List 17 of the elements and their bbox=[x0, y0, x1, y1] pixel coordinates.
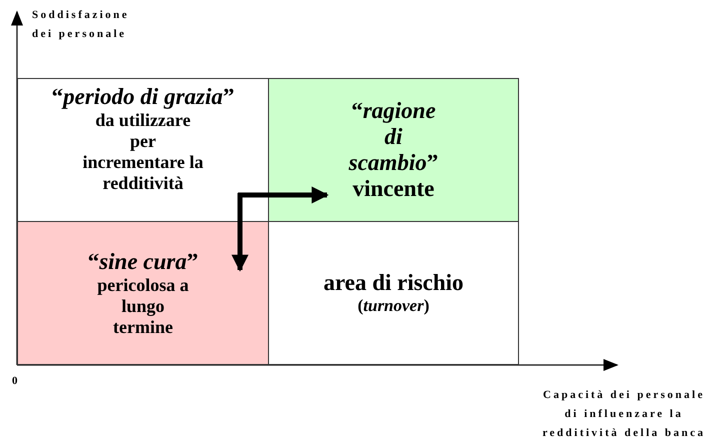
quadrant-description: (turnover) bbox=[358, 296, 430, 316]
quadrant-title: “sine cura” bbox=[88, 248, 198, 274]
quadrant-box bbox=[268, 78, 519, 222]
quadrant-description: vincente bbox=[352, 176, 434, 202]
quadrant-box bbox=[17, 221, 269, 365]
arrow bbox=[238, 186, 329, 204]
quadrant-box bbox=[268, 221, 519, 365]
arrow bbox=[232, 193, 248, 272]
quadrant-box bbox=[17, 78, 269, 222]
axis-title: Capacità dei personale di influenzare la redditività della banca bbox=[541, 388, 707, 441]
quadrant-description: da utilizzare per incrementare la redditività bbox=[82, 110, 204, 194]
axis-title: Soddisfazione dei personale bbox=[32, 8, 130, 42]
quadrant-title: area di rischio bbox=[323, 270, 464, 296]
quadrant-title: “periodo di grazia” bbox=[52, 84, 234, 110]
quadrant-title: “ragione di scambio” bbox=[348, 98, 440, 176]
quadrant-description: pericolosa a lungo termine bbox=[96, 274, 190, 338]
axis-origin: 0 bbox=[12, 374, 18, 389]
